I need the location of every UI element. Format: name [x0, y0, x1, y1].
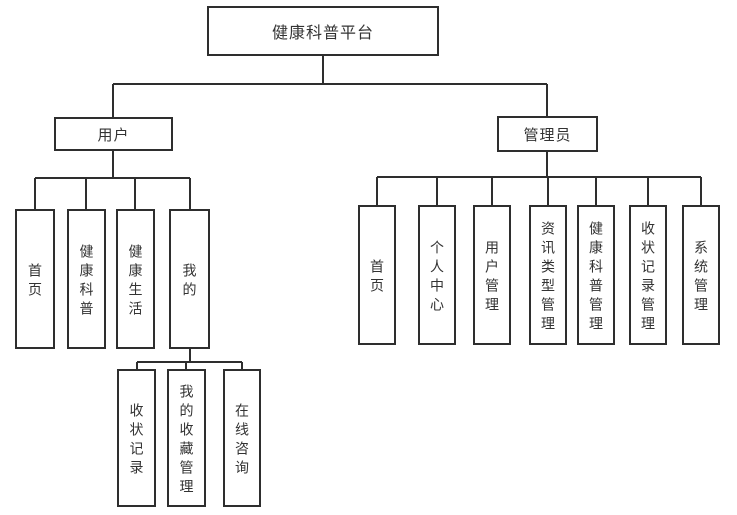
node-label: 个人中心: [429, 239, 445, 316]
node-label: 在线咨询: [234, 402, 250, 479]
node-user-branch: 用户: [54, 117, 173, 151]
node-user-mine: 我的: [169, 209, 210, 349]
node-admin-user-management: 用户管理: [473, 205, 511, 345]
node-label: 管理员: [523, 126, 572, 144]
node-label: 收状记录: [128, 402, 145, 479]
node-label: 用户: [97, 126, 130, 144]
node-admin-health-science-management: 健康科普管理: [577, 205, 615, 345]
node-label: 用户管理: [484, 239, 500, 316]
node-admin-favorite-records-management: 收状记录管理: [629, 205, 667, 345]
node-label: 健康生活: [127, 243, 144, 320]
node-user-healthy-life: 健康生活: [116, 209, 155, 349]
node-admin-home: 首页: [358, 205, 396, 345]
node-label: 首页: [27, 262, 43, 301]
node-label: 收状记录管理: [640, 220, 656, 335]
node-label: 健康科普管理: [588, 220, 604, 335]
node-user-home: 首页: [15, 209, 55, 349]
node-admin-info-type-management: 资讯类型管理: [529, 205, 567, 345]
node-sub-favorite-records: 收状记录: [117, 369, 156, 507]
node-label: 健康科普平台: [271, 25, 374, 42]
node-label: 健康科普: [78, 243, 95, 320]
node-sub-online-consultation: 在线咨询: [223, 369, 261, 507]
node-admin-branch: 管理员: [497, 116, 598, 152]
node-label: 我的: [181, 262, 198, 301]
node-platform-root: 健康科普平台: [207, 6, 439, 56]
node-admin-personal-center: 个人中心: [418, 205, 456, 345]
node-user-health-science: 健康科普: [67, 209, 106, 349]
node-label: 我的收藏管理: [178, 383, 195, 498]
node-admin-system-management: 系统管理: [682, 205, 720, 345]
node-label: 首页: [369, 258, 385, 297]
node-sub-my-collection-management: 我的收藏管理: [167, 369, 206, 507]
node-label: 资讯类型管理: [540, 220, 556, 335]
node-label: 系统管理: [693, 239, 709, 316]
